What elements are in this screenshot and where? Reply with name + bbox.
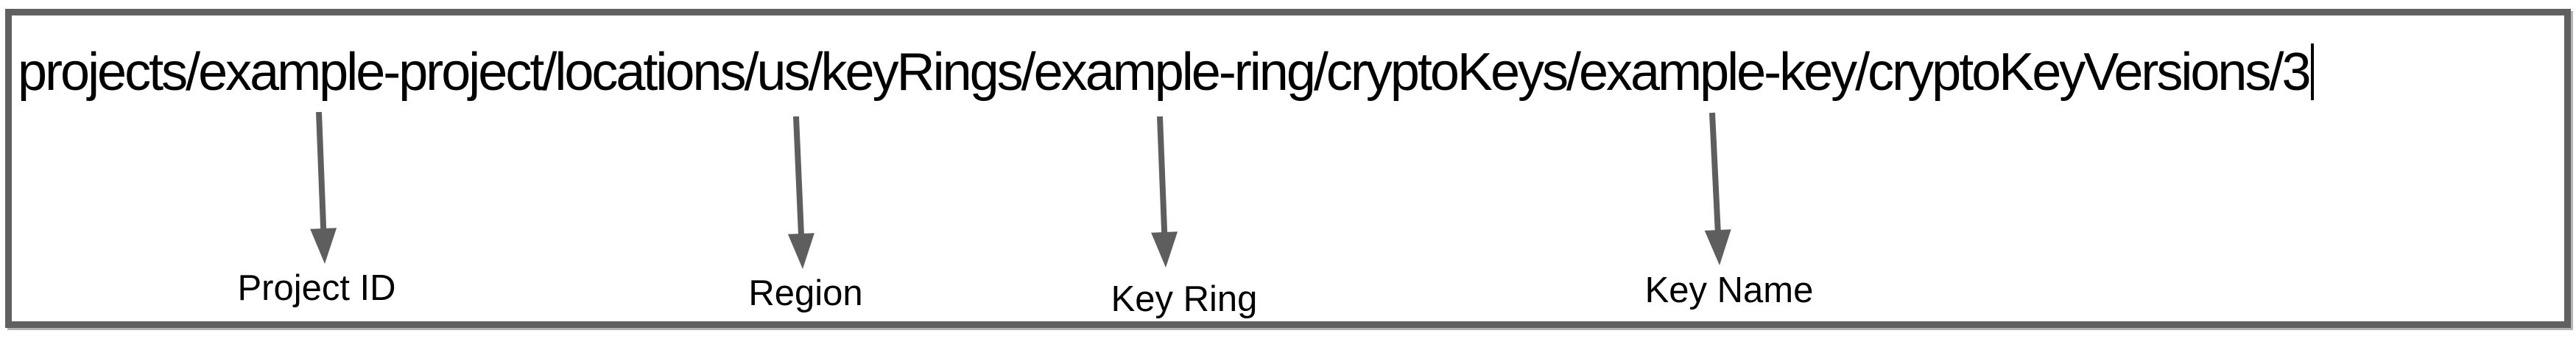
annotation-label-project-id: Project ID — [237, 268, 396, 308]
resource-path-value: projects/example-project/locations/us/ke… — [18, 43, 2312, 102]
annotation-label-key-name: Key Name — [1644, 270, 1814, 310]
resource-path-text[interactable]: projects/example-project/locations/us/ke… — [18, 43, 2314, 102]
text-cursor — [2310, 43, 2314, 100]
annotation-label-key-ring: Key Ring — [1111, 279, 1258, 319]
annotation-label-region: Region — [748, 273, 863, 313]
resource-path-box — [5, 9, 2571, 328]
